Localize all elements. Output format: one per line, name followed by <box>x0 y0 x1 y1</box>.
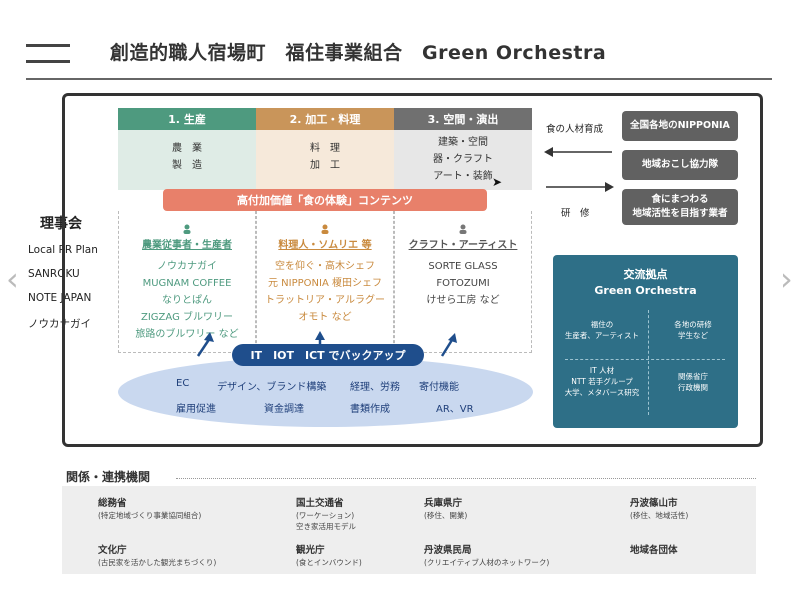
column-line: アート・装飾 <box>433 171 493 182</box>
column-head-space: 3. 空間・演出 <box>394 108 532 130</box>
group-box <box>394 211 532 353</box>
board-item: NOTE JAPAN <box>28 292 92 304</box>
relation-name: 観光庁 <box>296 545 325 556</box>
list-item: なりとぱん <box>162 295 212 306</box>
column-line: 器・クラフト <box>433 154 493 165</box>
hub-cell: IT 人材 NTT 若手グループ 大学、メタバース研究 <box>564 366 640 397</box>
column-line: 加 工 <box>310 160 340 171</box>
column-head-processing: 2. 加工・料理 <box>256 108 394 130</box>
column-head-production: 1. 生産 <box>118 108 256 130</box>
partner-box-kyoryokutai: 地域おこし協力隊 <box>622 150 738 180</box>
group-list-producers: ノウカナガイ MUGNAM COFFEE なりとぱん ZIGZAG ブルワリー … <box>118 258 256 343</box>
list-item: SORTE GLASS <box>428 261 498 272</box>
group-title-chefs: 料理人・ソムリエ 等 <box>278 240 372 251</box>
list-item: トラットリア・アルラグー <box>265 295 385 306</box>
relation-name: 丹波県民局 <box>424 545 472 556</box>
person-icon <box>321 224 329 234</box>
service-item: AR、VR <box>436 404 474 415</box>
relation-name: 文化庁 <box>98 545 127 556</box>
service-item: デザイン、ブランド構築 <box>217 382 327 393</box>
list-item: 元 NIPPONIA 榎田シェフ <box>268 278 382 289</box>
relations-divider <box>176 478 756 479</box>
relation-note: (クリエイティブ人材のネットワーク) <box>424 558 550 567</box>
service-item: EC <box>176 378 190 389</box>
service-item: 資金調達 <box>264 404 304 415</box>
group-title-producers: 農業従事者・生産者 <box>142 240 232 251</box>
relations-title: 関係・連携機関 <box>66 470 151 484</box>
page-title: 創造的職人宿場町 福住事業組合 Green Orchestra <box>110 42 607 64</box>
partner-box-nipponia: 全国各地のNIPPONIA <box>622 111 738 141</box>
column-line: 製 造 <box>172 160 202 171</box>
list-item: ZIGZAG ブルワリー <box>141 312 233 323</box>
service-item: 雇用促進 <box>176 404 216 415</box>
partner-box-food-business: 食にまつわる 地域活性を目指す業者 <box>622 189 738 225</box>
column-body-space: 建築・空間 器・クラフト アート・装飾 <box>394 130 532 190</box>
column-body-processing: 料 理 加 工 <box>256 130 394 190</box>
person-icon <box>459 224 467 234</box>
list-item: オモト など <box>298 312 352 323</box>
arrow-left-icon <box>544 147 612 157</box>
hub-cell: 各地の研修 学生など <box>674 320 712 340</box>
group-title-artists: クラフト・アーティスト <box>408 240 518 251</box>
hub-cell: 福住の 生産者、アーティスト <box>564 320 640 340</box>
relation-note: (古民家を活かした観光まちづくり) <box>98 558 217 567</box>
group-box <box>118 211 256 353</box>
person-icon <box>183 224 191 234</box>
column-line: 料 理 <box>310 143 340 154</box>
hub-divider <box>648 310 649 415</box>
board-item: SANROKU <box>28 268 80 280</box>
cursor-icon: ➤ <box>492 175 503 189</box>
group-list-chefs: 空を仰ぐ・高木シェフ 元 NIPPONIA 榎田シェフ トラットリア・アルラグー… <box>256 258 394 326</box>
group-list-artists: SORTE GLASS FOTOZUMI けせら工房 など <box>394 258 532 309</box>
chevron-left-icon[interactable]: ‹ <box>6 260 19 298</box>
list-item: FOTOZUMI <box>436 278 490 289</box>
relation-name: 総務省 <box>98 498 127 509</box>
column-line: 建築・空間 <box>438 137 488 148</box>
exchange-hub-panel: 交流拠点 Green Orchestra 福住の 生産者、アーティスト 各地の研… <box>553 255 738 428</box>
column-body-production: 農 業 製 造 <box>118 130 256 190</box>
hub-cell: 関係省庁 行政機関 <box>678 372 708 392</box>
service-item: 書類作成 <box>350 404 390 415</box>
relation-name: 丹波篠山市 <box>630 498 678 509</box>
list-item: ノウカナガイ <box>157 261 217 272</box>
relation-note: (食とインバウンド) <box>296 558 362 567</box>
training-label: 食の人材育成 <box>546 124 604 135</box>
list-item: 旅路のブルワリー など <box>135 329 239 340</box>
chevron-right-icon[interactable]: › <box>780 260 793 298</box>
service-item: 経理、労務 <box>350 382 400 393</box>
hub-divider <box>565 359 725 360</box>
board-item: ノウカナガイ <box>28 318 91 330</box>
list-item: 空を仰ぐ・高木シェフ <box>275 261 375 272</box>
study-label: 研 修 <box>561 208 590 219</box>
service-item: 寄付機能 <box>419 382 459 393</box>
relation-name: 地域各団体 <box>630 545 678 556</box>
hub-title: 交流拠点 <box>623 268 668 281</box>
experience-content-banner: 高付加価値「食の体験」コンテンツ <box>163 189 487 211</box>
relation-name: 兵庫県庁 <box>424 498 463 509</box>
list-item: けせら工房 など <box>426 295 500 306</box>
arrow-right-icon <box>546 182 614 192</box>
relation-note: (特定地域づくり事業協同組合) <box>98 511 202 520</box>
board-title: 理事会 <box>40 216 82 232</box>
relations-panel <box>62 486 756 574</box>
relation-note: (移住、開業) <box>424 511 468 520</box>
diagram-frame <box>62 93 763 447</box>
column-line: 農 業 <box>172 143 202 154</box>
relation-name: 国土交通省 <box>296 498 344 509</box>
it-support-ellipse <box>118 357 533 427</box>
hub-subtitle: Green Orchestra <box>594 284 697 297</box>
relation-note: (移住、地域活性) <box>630 511 689 520</box>
relation-note: (ワーケーション) 空き家活用モデル <box>296 511 356 531</box>
support-arrows <box>196 331 457 357</box>
it-backup-badge: IT IOT ICT でバックアップ <box>232 344 424 366</box>
title-divider <box>26 78 772 80</box>
list-item: MUGNAM COFFEE <box>142 278 232 289</box>
menu-icon[interactable] <box>26 44 70 64</box>
